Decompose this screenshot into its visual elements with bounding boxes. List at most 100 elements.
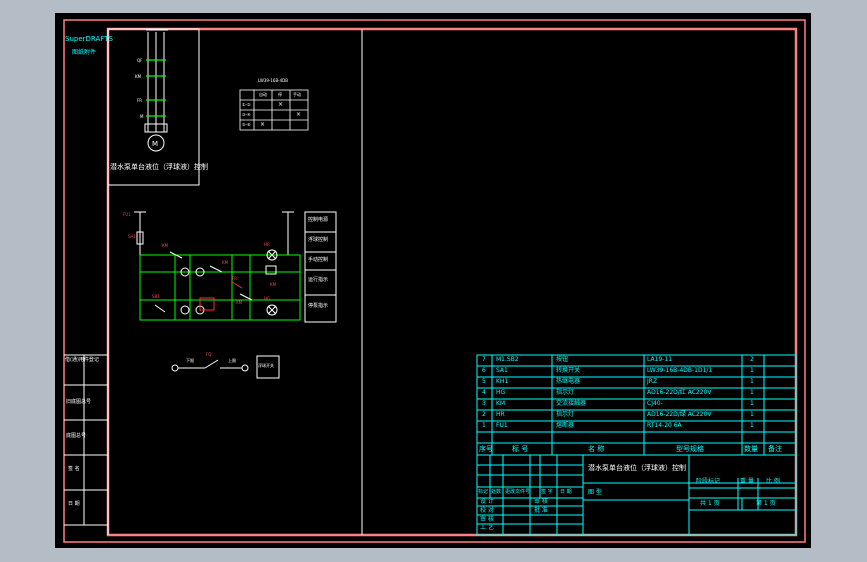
bom-cell-name: 转换开关 [556, 367, 581, 374]
switch-col-manual: 手动 [293, 92, 301, 97]
legend-run: 运行指示 [308, 277, 329, 283]
legend-manual: 手动控制 [308, 257, 329, 263]
bom-cell-qty: 2 [750, 356, 754, 363]
bom-cell-spec: JRZ [647, 378, 658, 385]
mc-label-fr: FR [137, 98, 142, 103]
role-review: 审 核 [480, 516, 494, 523]
scale-label: 比 例 [766, 478, 780, 485]
switch-row-3: ⑤-⑥ [242, 122, 251, 127]
bom-header-spec: 型号规格 [676, 445, 704, 453]
strip-cell-1: 借(通)用件登记 [65, 357, 99, 363]
drawing-title: 潜水泵单台液位（浮球液）控制 [588, 464, 686, 472]
role-process: 工 艺 [480, 524, 494, 531]
strip-cell-5: 日 期 [68, 501, 80, 507]
bom-header-code: 标 号 [512, 445, 529, 453]
svg-text:KM: KM [270, 282, 277, 287]
bom-cell-code: HR [496, 411, 505, 418]
switch-table-title: LW39-16B-4DB [258, 78, 288, 83]
svg-text:KM: KM [236, 300, 243, 305]
svg-text:SA1: SA1 [128, 234, 136, 239]
bom-cell-name: 指示灯 [556, 411, 575, 418]
svg-text:KM: KM [222, 260, 229, 265]
bom-cell-qty: 1 [750, 378, 754, 385]
svg-text:M: M [152, 140, 158, 148]
float-tag: 浮球开关 [258, 363, 274, 368]
bom-cell-name: 熔断器 [556, 422, 575, 429]
switch-mark-1: × [278, 101, 284, 108]
drawing-sheet [55, 13, 811, 548]
logo-text: SuperDRAFTS [65, 35, 113, 43]
sign-docno: 更改文件号 [505, 489, 531, 495]
bom-cell-spec: LA19-11 [647, 356, 673, 363]
switch-row-2: ③-④ [242, 112, 251, 117]
bom-cell-name: 热继电器 [556, 378, 581, 385]
bom-cell-no: 5 [482, 378, 486, 385]
switch-mark-3: × [260, 121, 266, 128]
float-label-left: 下限 [186, 358, 194, 363]
bom-cell-spec: CJ40- [647, 400, 663, 407]
sheet-total: 共 1 页 [700, 500, 720, 507]
role-approve: 批 准 [534, 507, 548, 514]
float-label-right: 上限 [228, 358, 236, 363]
bom-cell-qty: 1 [750, 422, 754, 429]
svg-text:KM: KM [162, 243, 169, 248]
bom-cell-spec: LW39-16B-4DB-1D1/1 [647, 367, 713, 374]
sign-date: 日 期 [560, 489, 572, 495]
switch-col-stop: 停 [278, 92, 282, 97]
svg-text:SB1: SB1 [152, 294, 160, 299]
legend-power: 控制电源 [308, 217, 329, 223]
weight-label: 重 量 [740, 478, 754, 485]
bom-cell-qty: 1 [750, 389, 754, 396]
bom-cell-code: HG [496, 389, 506, 396]
bom-cell-qty: 1 [750, 411, 754, 418]
switch-mark-2: × [296, 111, 302, 118]
bom-cell-spec: AD16-22D/红 AC220V [647, 389, 712, 396]
float-label-center: FQ [206, 352, 212, 357]
bom-cell-qty: 1 [750, 400, 754, 407]
svg-text:HR: HR [264, 242, 270, 247]
role-check: 校 对 [480, 507, 494, 514]
svg-text:FR: FR [232, 276, 237, 281]
bom-cell-spec: AD16-22D/绿 AC220V [647, 411, 712, 418]
mc-label-m: M [140, 114, 144, 119]
sign-count: 处数 [491, 489, 502, 495]
bom-cell-code: KH1 [496, 378, 509, 385]
bom-cell-code: SA1 [496, 367, 508, 374]
bom-header-no: 序号 [479, 445, 493, 453]
bom-header-remark: 备注 [768, 445, 782, 453]
bom-cell-code: KM [496, 400, 506, 407]
bom-cell-qty: 1 [750, 367, 754, 374]
role-design: 设 计 [480, 498, 494, 505]
bom-cell-name: 按钮 [556, 356, 569, 363]
bom-cell-no: 7 [482, 356, 486, 363]
sheet-number: 第 1 页 [756, 500, 776, 507]
svg-text:HG: HG [264, 296, 270, 301]
strip-cell-3: 底图总号 [66, 433, 87, 439]
stage-mark-label: 阶段标记 [696, 478, 721, 485]
bom-cell-name: 指示灯 [556, 389, 575, 396]
switch-row-1: ①-② [242, 102, 251, 107]
bom-cell-no: 4 [482, 389, 486, 396]
bom-cell-no: 6 [482, 367, 486, 374]
sign-signature: 签 字 [541, 489, 553, 495]
bom-cell-code: M1.SB2 [496, 356, 519, 363]
bom-header-name: 名 称 [588, 445, 605, 453]
logo-subtext: 图纸附件 [72, 49, 97, 56]
bom-cell-no: 1 [482, 422, 486, 429]
legend-float: 浮球控制 [308, 237, 329, 243]
main-circuit-caption: 潜水泵单台液位（浮球液）控制 [110, 163, 208, 171]
svg-text:FU1: FU1 [123, 212, 131, 217]
bom-cell-code: FU1 [496, 422, 508, 429]
sign-mark: 标记 [478, 489, 489, 495]
mc-label-km: KM [135, 74, 142, 79]
bom-cell-name: 交流接触器 [556, 400, 587, 407]
switch-col-auto: 自动 [259, 92, 267, 97]
role-audit: 审 核 [534, 498, 548, 505]
bom-cell-no: 3 [482, 400, 486, 407]
bom-cell-spec: RT14-20 6A [647, 422, 682, 429]
bom-cell-no: 2 [482, 411, 486, 418]
strip-cell-4: 签 名 [68, 466, 80, 472]
strip-cell-2: 旧底图总号 [66, 399, 92, 405]
